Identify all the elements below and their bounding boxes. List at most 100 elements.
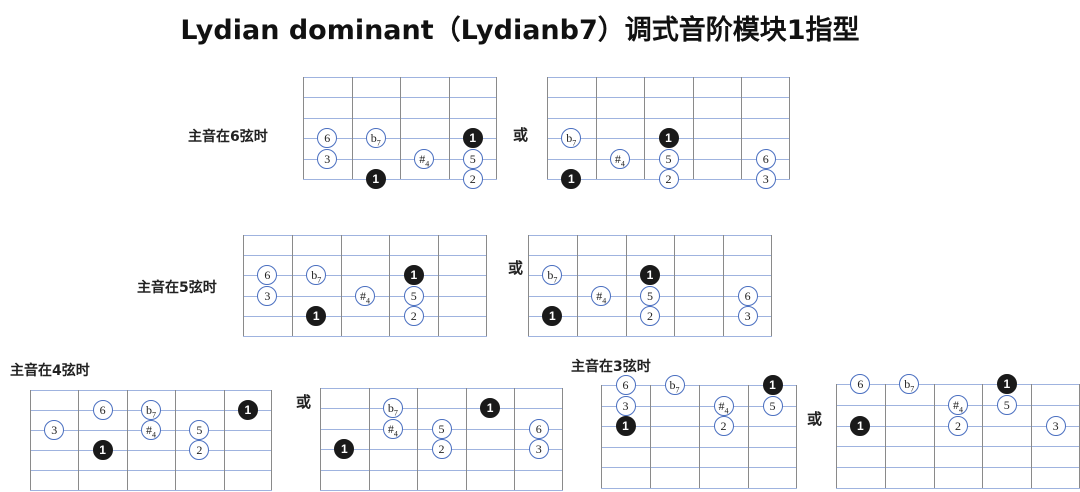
fret-line — [438, 235, 440, 336]
scale-note-marker: 3 — [737, 305, 758, 326]
scale-note-marker: #4 — [713, 395, 734, 416]
fret-line — [389, 235, 391, 336]
root-note-marker: 1 — [640, 265, 660, 286]
scale-note-marker: b7 — [664, 375, 685, 395]
fret-line — [692, 77, 694, 179]
root-note-marker: 1 — [561, 169, 582, 189]
fret-line — [771, 235, 772, 336]
string-line — [547, 77, 790, 78]
or-label: 或 — [296, 393, 312, 411]
scale-note-marker: b7 — [899, 374, 920, 394]
scale-note-marker: b7 — [306, 265, 327, 286]
string-line — [547, 97, 790, 99]
string-line — [601, 488, 797, 489]
root-note-marker: 1 — [480, 398, 501, 419]
string-line — [836, 488, 1080, 489]
or-label: 或 — [807, 410, 823, 428]
scale-note-marker: 6 — [257, 265, 278, 286]
fret-line — [576, 235, 578, 336]
root-note-marker: 1 — [334, 439, 355, 460]
fret-line — [514, 388, 516, 490]
string-line — [243, 255, 487, 257]
fret-line — [175, 390, 177, 490]
fret-line — [789, 77, 790, 179]
fret-line — [400, 77, 401, 179]
root-note-marker: 1 — [850, 415, 871, 436]
scale-note-marker: 2 — [658, 169, 679, 189]
scale-note-marker: #4 — [591, 285, 612, 306]
string-line — [547, 117, 790, 119]
fret-line — [1031, 384, 1033, 488]
fret-line — [78, 390, 80, 490]
scale-note-marker: #4 — [382, 418, 403, 439]
root-note-marker: 1 — [762, 375, 783, 395]
fret-line — [547, 77, 548, 179]
scale-note-marker: #4 — [609, 148, 630, 169]
string-line — [30, 390, 272, 391]
scale-note-marker: b7 — [561, 128, 582, 149]
string-line — [30, 470, 272, 471]
string-line — [243, 275, 487, 277]
root-note-marker: 1 — [996, 374, 1017, 394]
scale-note-marker: 2 — [462, 169, 483, 189]
root-note-marker: 1 — [462, 128, 483, 149]
fret-line — [625, 235, 627, 336]
fret-line — [291, 235, 293, 336]
scale-note-marker: 2 — [403, 305, 424, 326]
scale-note-marker: 6 — [737, 285, 758, 306]
fret-line — [448, 77, 450, 179]
string-line — [243, 235, 487, 236]
string-line — [30, 490, 272, 491]
scale-note-marker: b7 — [382, 398, 403, 419]
group-label-3rd-string: 主音在3弦时 — [571, 359, 651, 375]
fret-line — [126, 390, 128, 490]
scale-note-marker: 2 — [640, 305, 660, 326]
root-note-marker: 1 — [365, 169, 386, 189]
string-line — [836, 384, 1080, 385]
string-line — [303, 179, 497, 180]
or-label: 或 — [513, 126, 529, 144]
fret-line — [748, 385, 749, 488]
scale-note-marker: 2 — [431, 439, 452, 460]
group-label-6th-string: 主音在6弦时 — [188, 129, 268, 145]
scale-note-marker: 3 — [615, 395, 636, 416]
scale-note-marker: 5 — [189, 420, 210, 440]
fret-line — [650, 385, 651, 488]
scale-note-marker: 2 — [713, 416, 734, 437]
fret-line — [243, 235, 244, 336]
scale-note-marker: 6 — [317, 128, 338, 149]
fret-line — [465, 388, 467, 490]
fret-line — [528, 235, 529, 336]
scale-note-marker: 6 — [850, 374, 871, 394]
fret-line — [796, 385, 797, 488]
scale-note-marker: 5 — [658, 148, 679, 169]
fret-line — [368, 388, 370, 490]
fret-line — [933, 384, 935, 488]
fret-line — [486, 235, 487, 336]
root-note-marker: 1 — [92, 440, 113, 460]
scale-note-marker: #4 — [355, 285, 375, 306]
scale-note-marker: 3 — [317, 148, 338, 169]
fret-line — [320, 388, 321, 490]
scale-note-marker: 2 — [189, 440, 210, 460]
scale-note-marker: 6 — [92, 400, 113, 420]
fret-line — [340, 235, 342, 336]
string-line — [320, 388, 563, 389]
fret-line — [223, 390, 225, 490]
root-note-marker: 1 — [403, 265, 424, 286]
string-line — [320, 469, 563, 471]
scale-note-marker: #4 — [141, 420, 161, 440]
scale-note-marker: 5 — [403, 285, 424, 306]
string-line — [320, 408, 563, 410]
scale-note-marker: 2 — [948, 415, 968, 436]
fret-line — [699, 385, 700, 488]
root-note-marker: 1 — [542, 305, 563, 326]
fret-line — [271, 390, 272, 490]
scale-note-marker: 5 — [640, 285, 660, 306]
fret-line — [674, 235, 676, 336]
scale-note-marker: 6 — [755, 148, 776, 169]
